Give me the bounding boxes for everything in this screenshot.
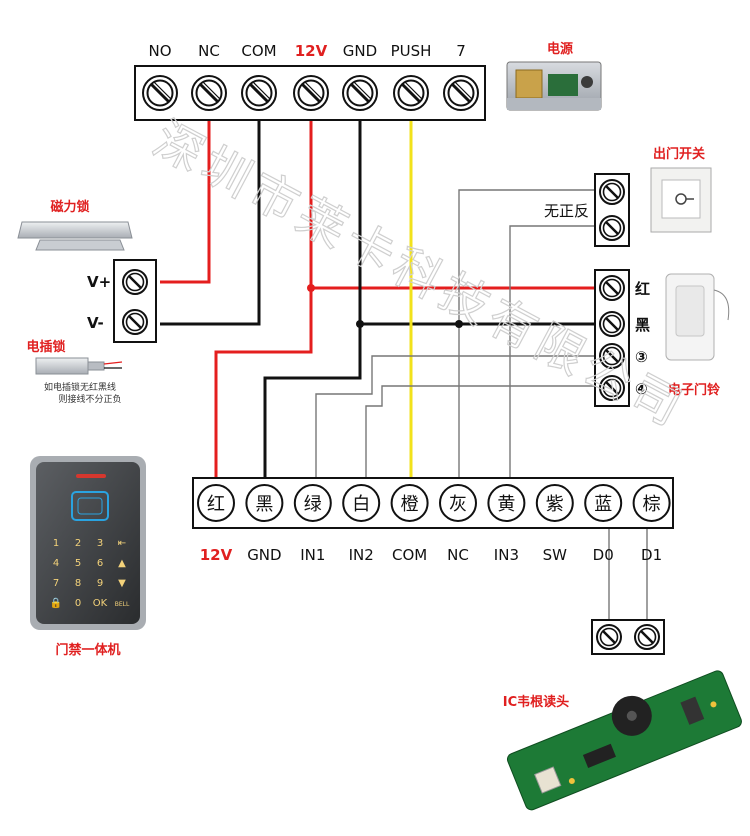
electric-bolt-note-2: 则接线不分正负	[58, 393, 121, 405]
wire-bell-4-in2	[365, 385, 595, 478]
color-terminal	[487, 484, 526, 522]
wires	[160, 115, 648, 636]
magnetic-lock-image	[17, 221, 133, 251]
keypad-key: 8	[75, 578, 81, 589]
signal-label: COM	[392, 546, 427, 564]
reader-terminal	[591, 619, 665, 655]
access-controller-image: 1 2 3 ⇤ 4 5 6 ▲ 7 8 9 ▼ 🔒 0 OK BELL	[30, 456, 146, 630]
exit-switch-polarity-note: 无正反	[544, 202, 589, 220]
signal-labels: 12V GND IN1 IN2 COM NC IN3 SW D0 D1	[200, 546, 662, 564]
signal-label: IN2	[349, 546, 374, 564]
color-terminal-label: 绿	[304, 494, 322, 515]
color-terminal-label: 紫	[546, 494, 564, 515]
access-controller-label: 门禁一体机	[55, 642, 120, 658]
color-terminal-label: 棕	[643, 494, 661, 515]
junction-dot	[455, 320, 463, 328]
bell-terminal-3: ③	[635, 348, 648, 366]
signal-label: D1	[641, 546, 662, 564]
bell-terminal-4: ④	[635, 380, 648, 398]
signal-label: D0	[593, 546, 614, 564]
signal-label: IN3	[494, 546, 519, 564]
keypad-key: ⇤	[118, 538, 126, 549]
electric-bolt-label: 电插锁	[26, 339, 65, 355]
keypad-key: 🔒	[50, 597, 62, 609]
keypad-key: 5	[75, 558, 81, 569]
color-terminal	[535, 484, 574, 522]
keypad-key: 1	[53, 538, 59, 549]
doorbell-terminal	[594, 269, 630, 407]
signal-label: GND	[247, 546, 281, 564]
keypad-key: 4	[53, 558, 59, 569]
color-terminal	[245, 484, 284, 522]
electric-bolt-image	[35, 357, 123, 375]
color-terminal-label: 灰	[449, 494, 467, 515]
color-terminal-label: 橙	[401, 494, 419, 515]
terminal-label-gnd: GND	[343, 42, 377, 60]
keypad-keys: 1 2 3 ⇤ 4 5 6 ▲ 7 8 9 ▼ 🔒 0 OK BELL	[50, 538, 130, 609]
electric-bolt-note-1: 如电插锁无红黑线	[44, 381, 116, 393]
wire-com-to-lock-vminus	[160, 115, 261, 326]
bell-terminal-red: 红	[635, 280, 650, 298]
color-terminals: 红黑绿白橙灰黄紫蓝棕	[197, 484, 671, 522]
card-reader-image	[506, 670, 742, 811]
color-terminal	[439, 484, 477, 522]
wire-exit-in3	[509, 225, 595, 478]
keypad-key: 0	[75, 598, 81, 609]
doorbell-label: 电子门铃	[668, 382, 720, 398]
keypad-key: 3	[97, 538, 103, 549]
lock-vplus-label: V+	[87, 273, 111, 291]
terminal-label-7: 7	[456, 42, 466, 60]
magnetic-lock-terminal	[113, 259, 157, 343]
color-terminal	[197, 484, 235, 522]
keypad-key: OK	[93, 598, 108, 609]
color-terminal	[342, 484, 381, 522]
wire-exit-nc	[458, 189, 595, 478]
wire-gnd	[263, 115, 362, 478]
color-terminal	[390, 484, 429, 522]
signal-label: IN1	[300, 546, 325, 564]
color-terminal	[632, 484, 671, 522]
color-terminal	[584, 484, 623, 522]
terminal-label-com: COM	[241, 42, 276, 60]
wire-nc-to-lock-vplus	[160, 115, 211, 284]
color-terminal-label: 黑	[255, 494, 273, 515]
keypad-key: 6	[97, 558, 103, 569]
keypad-key: BELL	[115, 601, 130, 608]
magnetic-lock-label: 磁力锁	[50, 199, 89, 215]
junction-dot	[307, 284, 315, 292]
top-terminal-block: NO NC COM 12V GND PUSH 7	[134, 42, 486, 121]
exit-switch-terminal	[594, 173, 630, 247]
signal-label: SW	[543, 546, 568, 564]
terminal-label-push: PUSH	[391, 42, 432, 60]
terminal-label-no: NO	[148, 42, 171, 60]
bell-terminal-black: 黑	[635, 316, 650, 334]
keypad-key: 2	[75, 538, 81, 549]
card-reader-label: IC韦根读头	[503, 694, 569, 710]
wire-bell-3-in1	[315, 355, 595, 478]
junction-dot	[356, 320, 364, 328]
exit-switch-label: 出门开关	[653, 146, 705, 162]
keypad-key: 9	[97, 578, 103, 589]
keypad-key: ▲	[118, 558, 126, 569]
color-terminal-label: 红	[207, 494, 225, 515]
lock-vminus-label: V-	[87, 314, 104, 332]
color-terminal-label: 蓝	[594, 494, 612, 515]
color-terminal-label: 黄	[497, 494, 515, 515]
doorbell-image	[665, 273, 730, 361]
controller-terminal-block: 红黑绿白橙灰黄紫蓝棕	[192, 477, 674, 529]
wire-12v	[214, 115, 313, 478]
color-terminal-label: 白	[352, 494, 370, 515]
color-terminal	[293, 484, 332, 522]
keypad-key: ▼	[118, 578, 126, 589]
signal-label: 12V	[200, 546, 233, 564]
terminal-label-nc: NC	[198, 42, 220, 60]
power-supply-image	[506, 61, 602, 111]
keypad-key: 7	[53, 578, 59, 589]
terminal-label-12v: 12V	[295, 42, 328, 60]
power-supply-label: 电源	[547, 41, 573, 57]
signal-label: NC	[447, 546, 469, 564]
exit-switch-image	[650, 167, 712, 233]
